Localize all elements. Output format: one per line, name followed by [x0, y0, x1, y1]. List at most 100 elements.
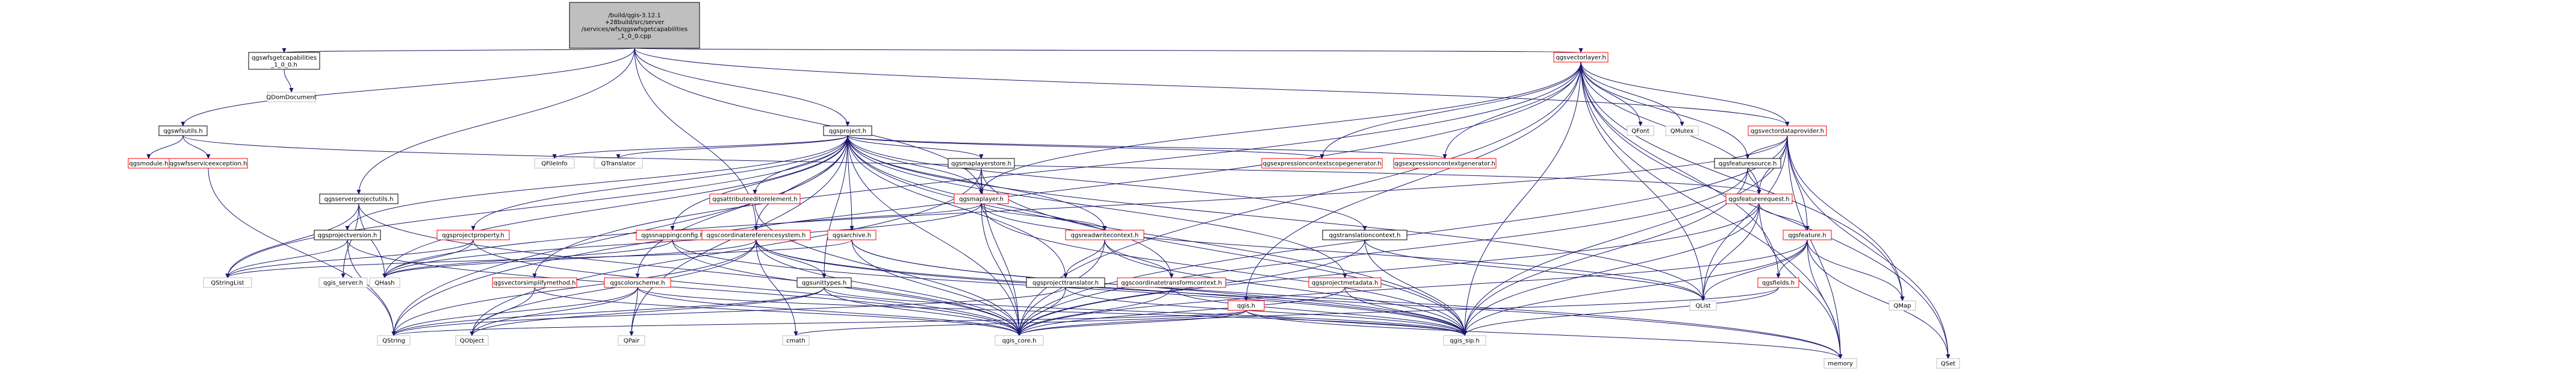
node-box-attreditorelem — [709, 193, 801, 204]
node-crs[interactable]: qgscoordinatereferencesystem.h — [701, 230, 811, 240]
node-label-readwritecontext: qgsreadwritecontext.h — [1071, 233, 1139, 239]
node-qhash: QHash — [369, 277, 400, 288]
node-translationcontext[interactable]: qgstranslationcontext.h — [1322, 230, 1407, 240]
node-qgsarchive[interactable]: qgsarchive.h — [827, 230, 877, 240]
node-label-wfsgetcap100h: qgswfsgetcapabilities — [252, 55, 317, 61]
node-qfileinfo: QFileInfo — [534, 158, 575, 169]
nodes-layer: /build/qgis-3.12.1+28build/src/server/se… — [128, 2, 1960, 369]
edge-crs-to-unittypes — [756, 239, 827, 278]
node-qgsfeature[interactable]: qgsfeature.h — [1783, 230, 1832, 240]
edge-qgsfeaturesource-to-qgsfeaturerequest — [1747, 168, 1761, 195]
node-box-cmath — [782, 335, 810, 346]
node-label-qfileinfo: QFileInfo — [541, 161, 568, 168]
node-label-qgis_core: qgis_core.h — [1002, 338, 1037, 345]
edge-projectmetadata-to-qgis_sip — [1344, 287, 1467, 336]
node-label-snappingconfig: qgssnappingconfig.h — [641, 233, 704, 239]
node-box-qstringlist — [203, 277, 252, 288]
node-box-readwritecontext — [1065, 230, 1144, 240]
node-qset: QSet — [1936, 358, 1960, 369]
node-qgish[interactable]: qgis.h — [1227, 300, 1265, 311]
edge-qgsproject-to-maplayerstore — [847, 135, 984, 159]
node-box-wfsgetcap100h — [248, 52, 320, 70]
edge-qgsprojectproperty-to-qhash — [382, 239, 474, 278]
node-qlist: QList — [1689, 300, 1717, 311]
edge-projecttranslator-to-qgis_sip — [1065, 287, 1467, 336]
node-qgsmaplayer[interactable]: qgsmaplayer.h — [954, 193, 1009, 204]
node-box-qgsmaplayer — [954, 193, 1009, 204]
node-exprctxgen[interactable]: qgsexpressioncontextgenerator.h — [1393, 158, 1497, 169]
edge-coordtransformctx-to-qgis_core — [1017, 287, 1172, 336]
edge-root-to-vectordataprovider — [634, 48, 1790, 127]
edge-translationcontext-to-qlist — [1364, 239, 1705, 301]
node-qgsmodule[interactable]: qgsmodule.h — [128, 158, 170, 169]
edge-qgsmaplayer-to-crs — [754, 203, 982, 231]
node-box-qgsproject — [823, 125, 872, 136]
node-box-qtranslator — [594, 158, 643, 169]
node-label-qgsmodule: qgsmodule.h — [129, 161, 169, 168]
node-projecttranslator[interactable]: qgsprojecttranslator.h — [1026, 277, 1105, 288]
node-box-qhash — [369, 277, 400, 288]
edge-qgsvectorlayer-to-qgsmaplayer — [979, 61, 1581, 195]
node-qtranslator: QTranslator — [594, 158, 643, 169]
node-coordtransformctx[interactable]: qgscoordinatetransformcontext.h — [1117, 277, 1226, 288]
node-readwritecontext[interactable]: qgsreadwritecontext.h — [1065, 230, 1144, 240]
node-qgsvectorlayer[interactable]: qgsvectorlayer.h — [1553, 52, 1609, 63]
node-qgsproject[interactable]: qgsproject.h — [823, 125, 872, 136]
node-box-qgis_core — [995, 335, 1044, 346]
edge-vectorsimplify-to-qgis_core — [534, 287, 1022, 336]
edge-colorscheme-to-qgis_core — [637, 287, 1022, 336]
edge-qgsfeature-to-qgis_core — [1017, 239, 1808, 336]
node-wfsutils[interactable]: qgswfsutils.h — [158, 125, 208, 136]
node-exprctxscopegen[interactable]: qgsexpressioncontextscopegenerator.h — [1261, 158, 1383, 169]
node-snappingconfig[interactable]: qgssnappingconfig.h — [636, 230, 709, 240]
node-vectorsimplify[interactable]: qgsvectorsimplifymethod.h — [492, 277, 577, 288]
node-label-qgis_server: qgis_server.h — [323, 280, 363, 287]
node-label-projectmetadata: qgsprojectmetadata.h — [1312, 280, 1379, 287]
node-box-serverprojectutils — [319, 193, 399, 204]
edge-qgsproject-to-snappingconfig — [670, 135, 848, 231]
node-label-qtranslator: QTranslator — [601, 161, 636, 168]
edge-attreditorelem-to-qgis_core — [754, 203, 1022, 336]
edge-qgsproject-to-qgsarchive — [847, 135, 854, 231]
node-colorscheme[interactable]: qgscolorscheme.h — [604, 277, 671, 288]
node-box-qgsarchive — [827, 230, 877, 240]
edge-qgsfeaturerequest-to-memory — [1758, 203, 1843, 359]
edge-qgsfields-to-qgis_sip — [1462, 287, 1779, 336]
edge-vectordataprovider-to-qhash — [382, 135, 1788, 278]
node-wfsserviceexc[interactable]: qgswfsserviceexception.h — [169, 158, 248, 169]
edge-qgsvectorlayer-to-qgish — [1244, 61, 1581, 301]
node-qgsprojectproperty[interactable]: qgsprojectproperty.h — [436, 230, 510, 240]
node-vectordataprovider[interactable]: qgsvectordataprovider.h — [1748, 125, 1827, 136]
node-box-qmap — [1889, 300, 1916, 311]
edge-qgsprojectproperty-to-qgis_core — [473, 239, 1022, 336]
edge-root-to-serverprojectutils — [356, 48, 635, 195]
node-label-qfont: QFont — [1631, 128, 1650, 135]
node-qgsfeaturesource[interactable]: qgsfeaturesource.h — [1714, 158, 1781, 169]
node-qgis_server: qgis_server.h — [318, 277, 368, 288]
edge-wfsgetcap100h-to-qdomdocument — [284, 69, 294, 93]
node-qgsprojectversion[interactable]: qgsprojectversion.h — [314, 230, 381, 240]
node-box-qstring — [377, 335, 411, 346]
node-box-qgish — [1227, 300, 1265, 311]
edge-root-to-qgsvectorlayer — [634, 48, 1581, 53]
edge-qgsmaplayer-to-qgis_core — [981, 203, 1022, 336]
node-wfsgetcap100h[interactable]: qgswfsgetcapabilities_1_0_0.h — [248, 52, 320, 70]
node-root[interactable]: /build/qgis-3.12.1+28build/src/server/se… — [569, 2, 700, 49]
edge-serverprojectutils-to-qgis_core — [358, 203, 1022, 336]
edges-layer — [146, 48, 1951, 359]
node-label-qdomdocument: QDomDocument — [266, 95, 316, 101]
node-qgsfeaturerequest[interactable]: qgsfeaturerequest.h — [1725, 193, 1793, 204]
node-box-coordtransformctx — [1117, 277, 1226, 288]
node-attreditorelem[interactable]: qgsattributeeditorelement.h — [709, 193, 801, 204]
node-label-crs: qgscoordinatereferencesystem.h — [707, 233, 806, 239]
node-projectmetadata[interactable]: qgsprojectmetadata.h — [1308, 277, 1382, 288]
node-qmap: QMap — [1889, 300, 1916, 311]
node-unittypes[interactable]: qgsunittypes.h — [796, 277, 852, 288]
edge-unittypes-to-qgis_core — [824, 287, 1022, 336]
edge-qgsvectorlayer-to-qlist — [1580, 61, 1705, 301]
node-maplayerstore[interactable]: qgsmaplayerstore.h — [948, 158, 1015, 169]
node-serverprojectutils[interactable]: qgsserverprojectutils.h — [319, 193, 399, 204]
node-qgsfields[interactable]: qgsfields.h — [1757, 277, 1799, 288]
edge-qgsproject-to-exprctxscopegen — [847, 135, 1324, 159]
